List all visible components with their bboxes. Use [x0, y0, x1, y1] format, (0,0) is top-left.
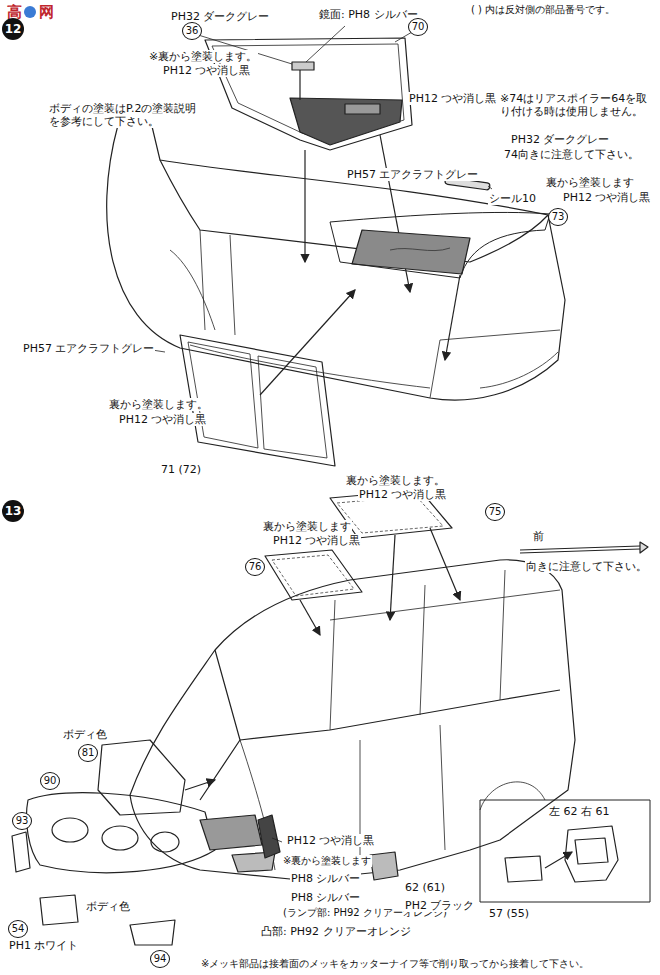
paint-note: 裏から塗装します [545, 176, 635, 189]
paint-note: PH2 ブラック [404, 899, 475, 912]
paint-note: 62 (61) [404, 881, 446, 894]
callout-number: 90 [40, 772, 60, 790]
paint-note: PH12 つや消し黒 [118, 413, 207, 426]
callout-number: 54 [8, 920, 28, 938]
paint-note: 鏡面: PH8 シルバー [318, 8, 419, 21]
callout-number: 36 [182, 22, 202, 40]
paint-note: 74向きに注意して下さい。 [503, 148, 640, 161]
paint-note: 裏から塗装します。 [108, 398, 209, 411]
paint-note: PH12 つや消し黒 [408, 92, 497, 105]
paint-note: ※裏から塗装します。 [148, 50, 258, 63]
watermark: 网 [38, 3, 55, 21]
paint-note: PH8 シルバー [290, 891, 361, 904]
paint-note: PH8 シルバー [290, 872, 361, 885]
paint-note: PH32 ダークグレー [510, 133, 610, 146]
callout-number: 75 [485, 503, 505, 521]
paint-note: PH57 エアクラフトグレー [346, 168, 479, 181]
callout-number: 81 [78, 744, 98, 762]
paint-note: PH12 つや消し黒 [162, 64, 251, 77]
paint-note: PH12 つや消し黒 [358, 488, 447, 501]
paint-note: 裏から塗装します。 [345, 474, 446, 487]
paint-note: PH12 つや消し黒 [562, 191, 651, 204]
paint-note: 裏から塗装します [262, 520, 352, 533]
paint-note: ※メッキ部品は接着面のメッキをカッターナイフ等で削り取ってから接着して下さい。 [200, 958, 590, 970]
paint-note: シール10 [488, 192, 537, 205]
callout-number: 76 [245, 558, 265, 576]
paint-note: ボディの塗装はP.2の塗装説明を参考にして下さい。 [48, 102, 208, 128]
paint-note: PH1 ホワイト [8, 939, 79, 952]
callout-number: 94 [150, 950, 170, 968]
paint-note: 向きに注意して下さい。 [525, 560, 648, 573]
paint-note: ボディ色 [62, 728, 108, 741]
step-number: 12 [2, 18, 24, 40]
paint-note: ※裏から塗装します [282, 855, 372, 867]
paint-note: 57 (55) [488, 907, 530, 920]
paint-note: PH57 エアクラフトグレー [22, 342, 155, 355]
step-number: 13 [2, 500, 24, 522]
paint-note: ボディ色 [85, 900, 131, 913]
callout-number: 93 [12, 812, 32, 830]
paint-note: ( ) 内は反対側の部品番号です。 [470, 4, 616, 16]
paint-note: 凸部: PH92 クリアーオレンジ [260, 925, 412, 938]
paint-note: 前 [532, 530, 545, 543]
callout-number: 70 [408, 18, 428, 36]
paint-note: 71 (72) [160, 463, 202, 476]
paint-note: ※74はリアスポイラー64を取り付ける時は使用しません。 [499, 92, 656, 118]
callout-number: 73 [548, 208, 568, 226]
paint-note: PH12 つや消し黒 [272, 534, 361, 547]
paint-note: 左 62 右 61 [548, 805, 610, 818]
paint-note: PH12 つや消し黒 [286, 834, 375, 847]
paint-note: PH32 ダークグレー [170, 10, 270, 23]
